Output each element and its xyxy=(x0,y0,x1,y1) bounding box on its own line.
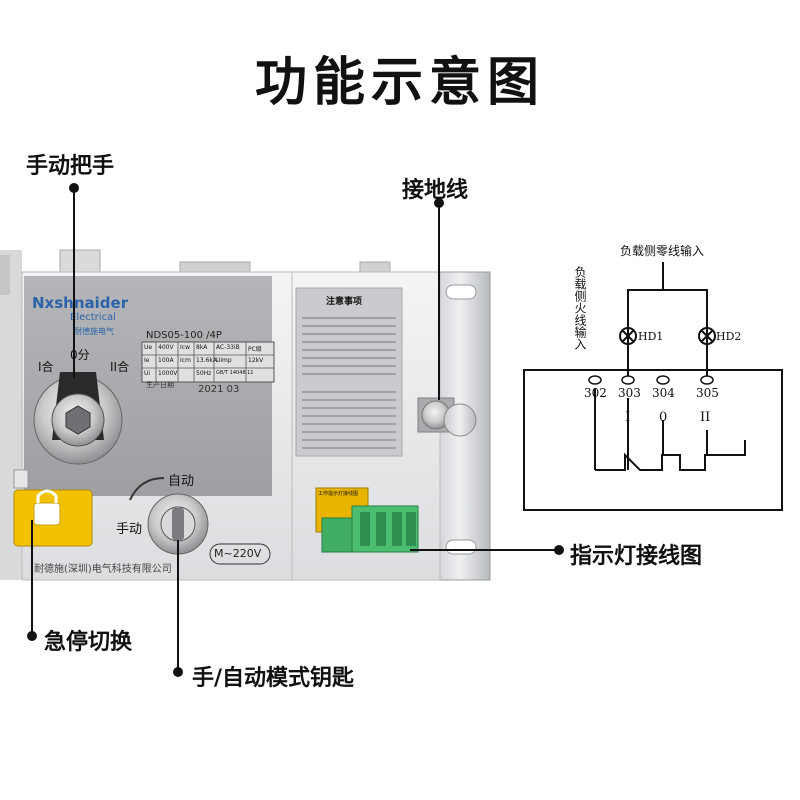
spec-cell: Icw xyxy=(180,344,190,351)
lamp-hd1-label: HD1 xyxy=(638,330,664,343)
terminal-303: 303 xyxy=(618,386,641,400)
spec-cell: 8kA xyxy=(196,344,208,351)
notice-title: 注意事项 xyxy=(326,297,363,307)
callout-line xyxy=(31,520,33,636)
neutral-input-label: 负载侧零线输入 xyxy=(620,244,705,258)
ground-bolt xyxy=(417,397,477,437)
callout-line xyxy=(73,188,75,378)
spec-cell: 13.6kA xyxy=(196,357,217,364)
spec-cell: 12kV xyxy=(248,357,264,364)
padlock xyxy=(13,469,93,547)
spec-table xyxy=(141,341,275,383)
position-label-right: II合 xyxy=(110,360,130,374)
callout-dot xyxy=(554,545,564,555)
position-II: II xyxy=(700,410,711,425)
callout-emergency-switch: 急停切换 xyxy=(44,630,133,655)
company-name: 耐德施(深圳)电气科技有限公司 xyxy=(34,564,172,575)
terminal-304: 304 xyxy=(652,386,675,400)
voltage-badge: M~220V xyxy=(214,547,262,560)
callout-mode-key: 手/自动模式钥匙 xyxy=(192,666,355,691)
callout-dot xyxy=(27,631,37,641)
wiring-diagram xyxy=(523,262,783,511)
position-0: 0 xyxy=(659,410,668,425)
brand-name: Nxshnaider xyxy=(32,294,129,312)
voltage-badge-frame xyxy=(209,543,271,565)
manual-label: 手动 xyxy=(116,522,143,537)
spec-cell: Uimp xyxy=(216,357,232,364)
fire-input-label: 负载侧火线输入 xyxy=(573,266,587,350)
callout-manual-handle: 手动把手 xyxy=(26,154,115,179)
position-I: I xyxy=(625,410,631,425)
spec-cell: 100A xyxy=(158,357,174,364)
spec-cell: Ue xyxy=(144,344,153,351)
spec-cell: 400V xyxy=(158,344,174,351)
spec-cell: AC-33iB xyxy=(216,344,240,351)
spec-cell: Icm xyxy=(180,357,191,364)
callout-indicator-wiring: 指示灯接线图 xyxy=(570,544,703,569)
terminal-label-text: 工作指示灯接线图 xyxy=(318,491,359,497)
callout-line xyxy=(438,204,440,400)
spec-cell: Ui xyxy=(144,370,151,377)
spec-cell: Ie xyxy=(144,357,150,364)
brand-sub: Electrical xyxy=(70,312,116,323)
brand-cn: 耐德施电气 xyxy=(74,327,114,336)
terminal-block xyxy=(321,505,419,553)
key-lock xyxy=(147,493,209,555)
terminal-302: 302 xyxy=(584,386,607,400)
spec-cell: GB/T 14048.11 xyxy=(216,370,254,376)
spec-cell: 50Hz xyxy=(196,370,212,377)
spec-cell: PC级 xyxy=(248,346,262,353)
terminal-305: 305 xyxy=(696,386,719,400)
callout-line xyxy=(410,549,558,551)
page-title: 功能示意图 xyxy=(254,53,545,113)
spec-cell: 1000V xyxy=(158,370,178,377)
auto-label: 自动 xyxy=(168,474,195,489)
lamp-hd2-label: HD2 xyxy=(716,330,742,343)
manual-handle xyxy=(33,372,123,465)
callout-line xyxy=(177,540,179,670)
date-value: 2021 03 xyxy=(198,384,240,395)
mode-arrow xyxy=(129,477,165,501)
date-label: 生产日期 xyxy=(146,381,174,389)
callout-dot xyxy=(173,667,183,677)
position-label-left: I合 xyxy=(38,360,54,374)
callout-dot xyxy=(434,198,444,208)
notice-label xyxy=(295,287,403,457)
model-number: NDS05-100 /4P xyxy=(146,330,222,341)
